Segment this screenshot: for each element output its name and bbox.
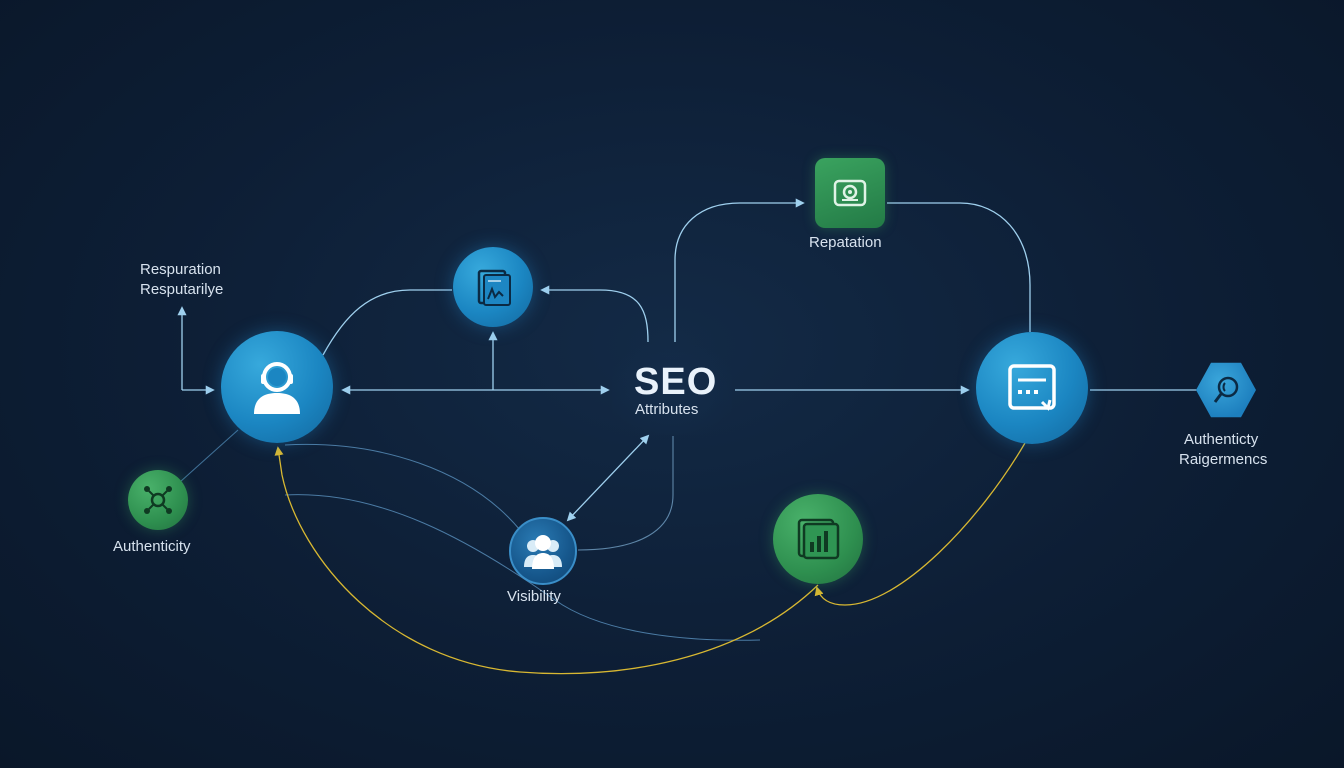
link-seo-document (540, 285, 649, 343)
link-seo-visibility (566, 434, 650, 522)
visibility-node[interactable] (509, 517, 577, 585)
label-authenticity: Authenticity (113, 538, 191, 555)
link-user-authenticity (179, 429, 239, 483)
user-group-icon (524, 535, 562, 569)
label-raigermencs: Raigermencs (1179, 451, 1268, 468)
repatation-node[interactable] (815, 158, 885, 228)
link-repatation-board (887, 202, 1031, 332)
link-user-document (322, 289, 452, 356)
authenticity-node[interactable] (128, 470, 188, 530)
document-node[interactable] (453, 247, 533, 327)
label-repatation: Repatation (809, 234, 882, 251)
link-seo-down (577, 436, 674, 551)
seo-subtitle: Attributes (635, 401, 699, 418)
label-authenticty: Authenticty (1184, 431, 1259, 448)
network-nodes-icon (144, 486, 172, 514)
report-node[interactable] (773, 494, 863, 584)
seo-title: SEO (634, 361, 718, 403)
dashboard-icon (1008, 364, 1056, 411)
link-yellow-board-report (814, 442, 1026, 606)
link-user-visibility-faint2 (284, 494, 761, 641)
label-resputarilye: Resputarilye (140, 281, 224, 298)
magnifier-icon (1213, 376, 1239, 403)
report-chart-icon (797, 518, 840, 560)
link-seo-repatation (674, 198, 805, 342)
user-headset-icon (254, 362, 300, 414)
link-yellow-report-user (274, 446, 819, 675)
user-node[interactable] (221, 331, 333, 443)
seo-center-background (612, 345, 732, 435)
board-node[interactable] (976, 332, 1088, 444)
camera-icon (833, 179, 867, 207)
label-visibility: Visibility (507, 588, 561, 605)
document-chart-icon (477, 269, 511, 306)
link-user-visibility-faint1 (284, 443, 521, 531)
label-respuration: Respuration (140, 261, 221, 278)
